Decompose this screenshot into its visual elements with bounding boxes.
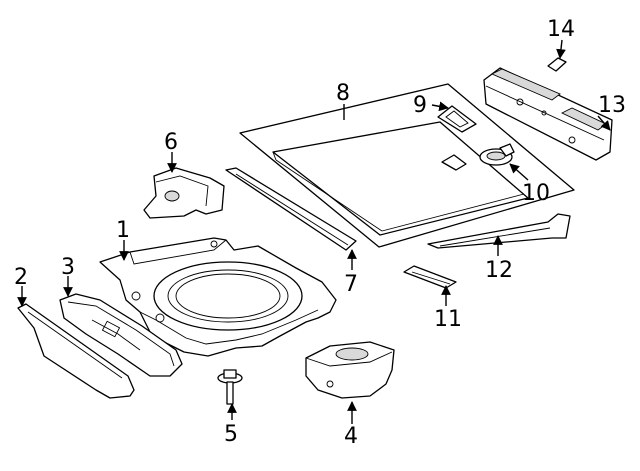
- callout-14: 14: [547, 17, 575, 42]
- part-5-bolt: [217, 369, 243, 405]
- leader-13: [597, 115, 611, 131]
- part-7-strip: [225, 167, 357, 251]
- leader-10: [509, 163, 529, 181]
- part-2-side-trim: [17, 303, 135, 399]
- part-13-sill-trim: [483, 67, 613, 161]
- callouts: 1 2 3 4 5 6 7 8 9 10 11 12 13 14: [14, 17, 626, 449]
- part-4-foam-insert: [305, 341, 395, 399]
- part-3-storage-tray: [59, 293, 183, 377]
- callout-3: 3: [61, 255, 75, 280]
- leader-14: [556, 39, 566, 59]
- callout-8: 8: [336, 81, 350, 106]
- leader-lines: [17, 39, 611, 424]
- part-10-hook: [479, 143, 515, 166]
- part-1-wheel-well: [99, 237, 337, 357]
- cover-clip: [441, 154, 467, 171]
- callout-6: 6: [164, 130, 178, 155]
- callout-4: 4: [344, 424, 358, 449]
- part-8-floor-cover: [239, 83, 575, 248]
- part-14-clip: [547, 57, 567, 72]
- callout-7: 7: [344, 272, 358, 297]
- leader-9: [431, 101, 449, 112]
- callout-10: 10: [522, 181, 550, 206]
- part-11-bracket: [403, 265, 457, 289]
- callout-11: 11: [434, 307, 462, 332]
- part-6-side-block: [143, 167, 225, 219]
- callout-12: 12: [485, 258, 513, 283]
- callout-13: 13: [598, 93, 626, 118]
- callout-1: 1: [116, 218, 130, 243]
- callout-2: 2: [14, 265, 28, 290]
- callout-5: 5: [224, 422, 238, 447]
- callout-9: 9: [413, 93, 427, 118]
